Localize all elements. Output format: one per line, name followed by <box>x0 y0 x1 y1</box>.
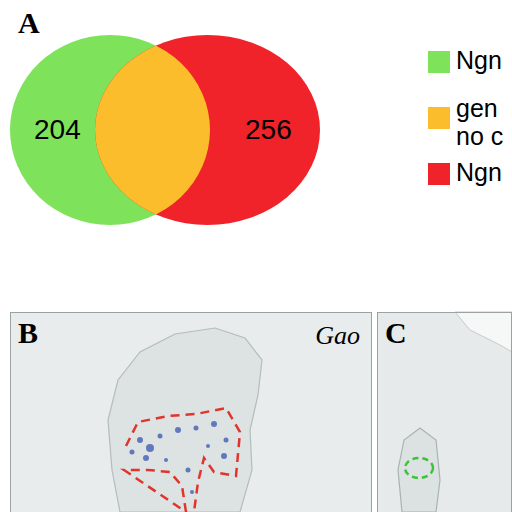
legend-swatch <box>428 107 450 129</box>
tissue-section <box>108 328 262 512</box>
gene-name: Gao <box>315 322 360 351</box>
legend-label: Ngn <box>456 47 508 75</box>
dashed-region-outline <box>124 408 240 512</box>
legend-label: Ngn <box>456 159 508 187</box>
legend-label: gen no c <box>456 95 508 150</box>
dashed-region-outline <box>405 458 433 478</box>
count-number: 204 <box>34 115 81 146</box>
venn-circle: 256 <box>95 35 320 225</box>
legend-swatch <box>428 163 450 185</box>
tissue-section <box>455 312 512 352</box>
count-number: 256 <box>245 115 292 146</box>
micrograph-panel: B Gao <box>10 312 372 512</box>
micrograph-ground <box>377 312 512 512</box>
panel-frame <box>11 313 372 512</box>
stain-dots <box>130 421 229 494</box>
panel-letter: B <box>18 316 38 349</box>
panel-letter: C <box>385 316 407 349</box>
panel-letter: A <box>18 6 40 39</box>
tissue-section <box>398 428 440 512</box>
panel-frame <box>378 313 512 512</box>
legend-swatch <box>428 51 450 73</box>
micrograph-panel: C <box>377 312 512 512</box>
micrograph-ground <box>10 312 372 512</box>
venn-overlap <box>10 35 210 225</box>
venn-fill <box>10 35 210 225</box>
